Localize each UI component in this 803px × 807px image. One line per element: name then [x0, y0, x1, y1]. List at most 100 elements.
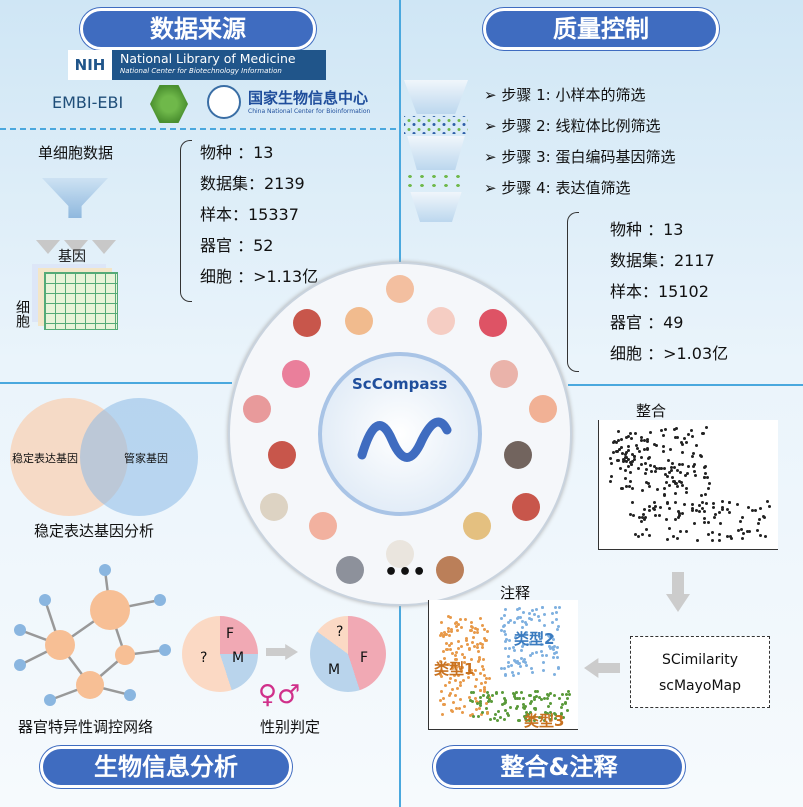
cell-point — [459, 669, 463, 673]
cell-point — [619, 467, 623, 471]
cell-point — [507, 713, 511, 717]
cell-point — [507, 664, 511, 668]
cell-point — [741, 516, 745, 520]
cell-point — [642, 508, 646, 512]
cell-point — [455, 650, 459, 654]
qc-step: ➢ 步骤 1: 小样本的筛选 — [484, 86, 646, 104]
cell-point — [676, 515, 680, 519]
cell-point — [633, 533, 637, 537]
cell-point — [736, 503, 740, 507]
cell-point — [609, 457, 612, 461]
cell-point — [461, 653, 465, 657]
cell-point — [448, 648, 452, 652]
cell-point — [558, 606, 562, 610]
cell-point — [474, 668, 478, 672]
cell-point — [685, 491, 689, 495]
cell-point — [632, 513, 636, 517]
cell-point — [503, 647, 507, 651]
cell-point — [452, 663, 456, 667]
cell-point — [502, 666, 506, 670]
cell-point — [509, 663, 513, 667]
organ-species-icon — [386, 540, 414, 568]
pie-label-q: ? — [200, 650, 208, 666]
tool-scimilarity: SCimilarity — [662, 652, 738, 668]
cell-point — [559, 712, 563, 716]
cell-point — [499, 616, 503, 620]
cell-point — [616, 458, 620, 462]
cell-point — [509, 706, 513, 710]
cell-point — [502, 717, 506, 721]
cell-point — [532, 698, 536, 702]
cell-point — [451, 652, 455, 656]
cell-point — [629, 460, 633, 464]
cell-point — [552, 637, 556, 641]
cell-point — [639, 455, 643, 459]
cell-point — [642, 512, 646, 516]
cell-point — [687, 433, 691, 437]
cell-point — [648, 464, 652, 468]
cell-point — [544, 710, 548, 714]
cell-point — [468, 714, 472, 718]
cell-point — [528, 641, 532, 645]
cell-point — [647, 534, 651, 538]
cell-point — [518, 718, 522, 722]
cell-point — [649, 470, 653, 474]
cell-point — [449, 628, 453, 632]
cell-point — [475, 645, 479, 649]
cell-point — [552, 712, 556, 716]
cell-point — [521, 645, 525, 649]
cell-point — [444, 641, 448, 645]
cell-point — [740, 527, 744, 531]
cell-point — [447, 634, 451, 638]
cell-point — [673, 479, 677, 483]
gene-label: 基因 — [58, 249, 86, 265]
cell-point — [638, 515, 642, 519]
cell-point — [470, 712, 474, 716]
cell-point — [538, 716, 542, 720]
section-title-bioinformatics: 生物信息分析 — [40, 746, 292, 788]
filter-stack-icon — [404, 80, 468, 230]
cell-point — [633, 454, 637, 458]
cell-point — [552, 644, 556, 648]
cell-point — [553, 652, 557, 656]
cell-point — [539, 650, 543, 654]
cell-point — [645, 439, 649, 443]
cell-point — [635, 446, 639, 450]
cell-point — [469, 669, 473, 673]
sex-symbols-icon: ♀♂ — [258, 680, 301, 710]
cell-point — [689, 429, 693, 433]
cell-point — [463, 617, 467, 621]
cell-point — [480, 665, 484, 669]
cell-point — [679, 529, 683, 533]
cell-point — [488, 698, 492, 702]
cell-point — [450, 630, 454, 634]
cell-point — [668, 471, 672, 475]
cell-point — [553, 606, 557, 610]
cell-point — [446, 626, 450, 630]
cell-point — [481, 642, 485, 646]
annotate-label: 注释 — [500, 584, 531, 602]
cell-point — [503, 639, 507, 643]
cell-point — [538, 632, 542, 636]
cell-point — [714, 513, 718, 517]
cell-point — [725, 534, 729, 538]
cell-point — [486, 700, 490, 704]
cell-point — [516, 659, 520, 663]
cell-point — [718, 522, 722, 526]
cell-point — [519, 649, 523, 653]
cell-point — [461, 710, 465, 714]
cell-point — [547, 705, 551, 709]
stat-organs: 器官 ：52 — [200, 236, 274, 255]
cell-point — [469, 658, 473, 662]
funnel-icon — [42, 178, 108, 218]
cell-point — [478, 657, 482, 661]
cell-point — [442, 697, 446, 700]
cell-point — [440, 713, 444, 717]
organ-species-icon — [308, 511, 337, 540]
nih-subtitle: National Center for Biotechnology Inform… — [120, 67, 282, 75]
cell-point — [538, 618, 542, 622]
cell-point — [616, 449, 620, 453]
cell-point — [657, 467, 661, 471]
cell-point — [485, 691, 489, 695]
cell-point — [459, 680, 463, 684]
